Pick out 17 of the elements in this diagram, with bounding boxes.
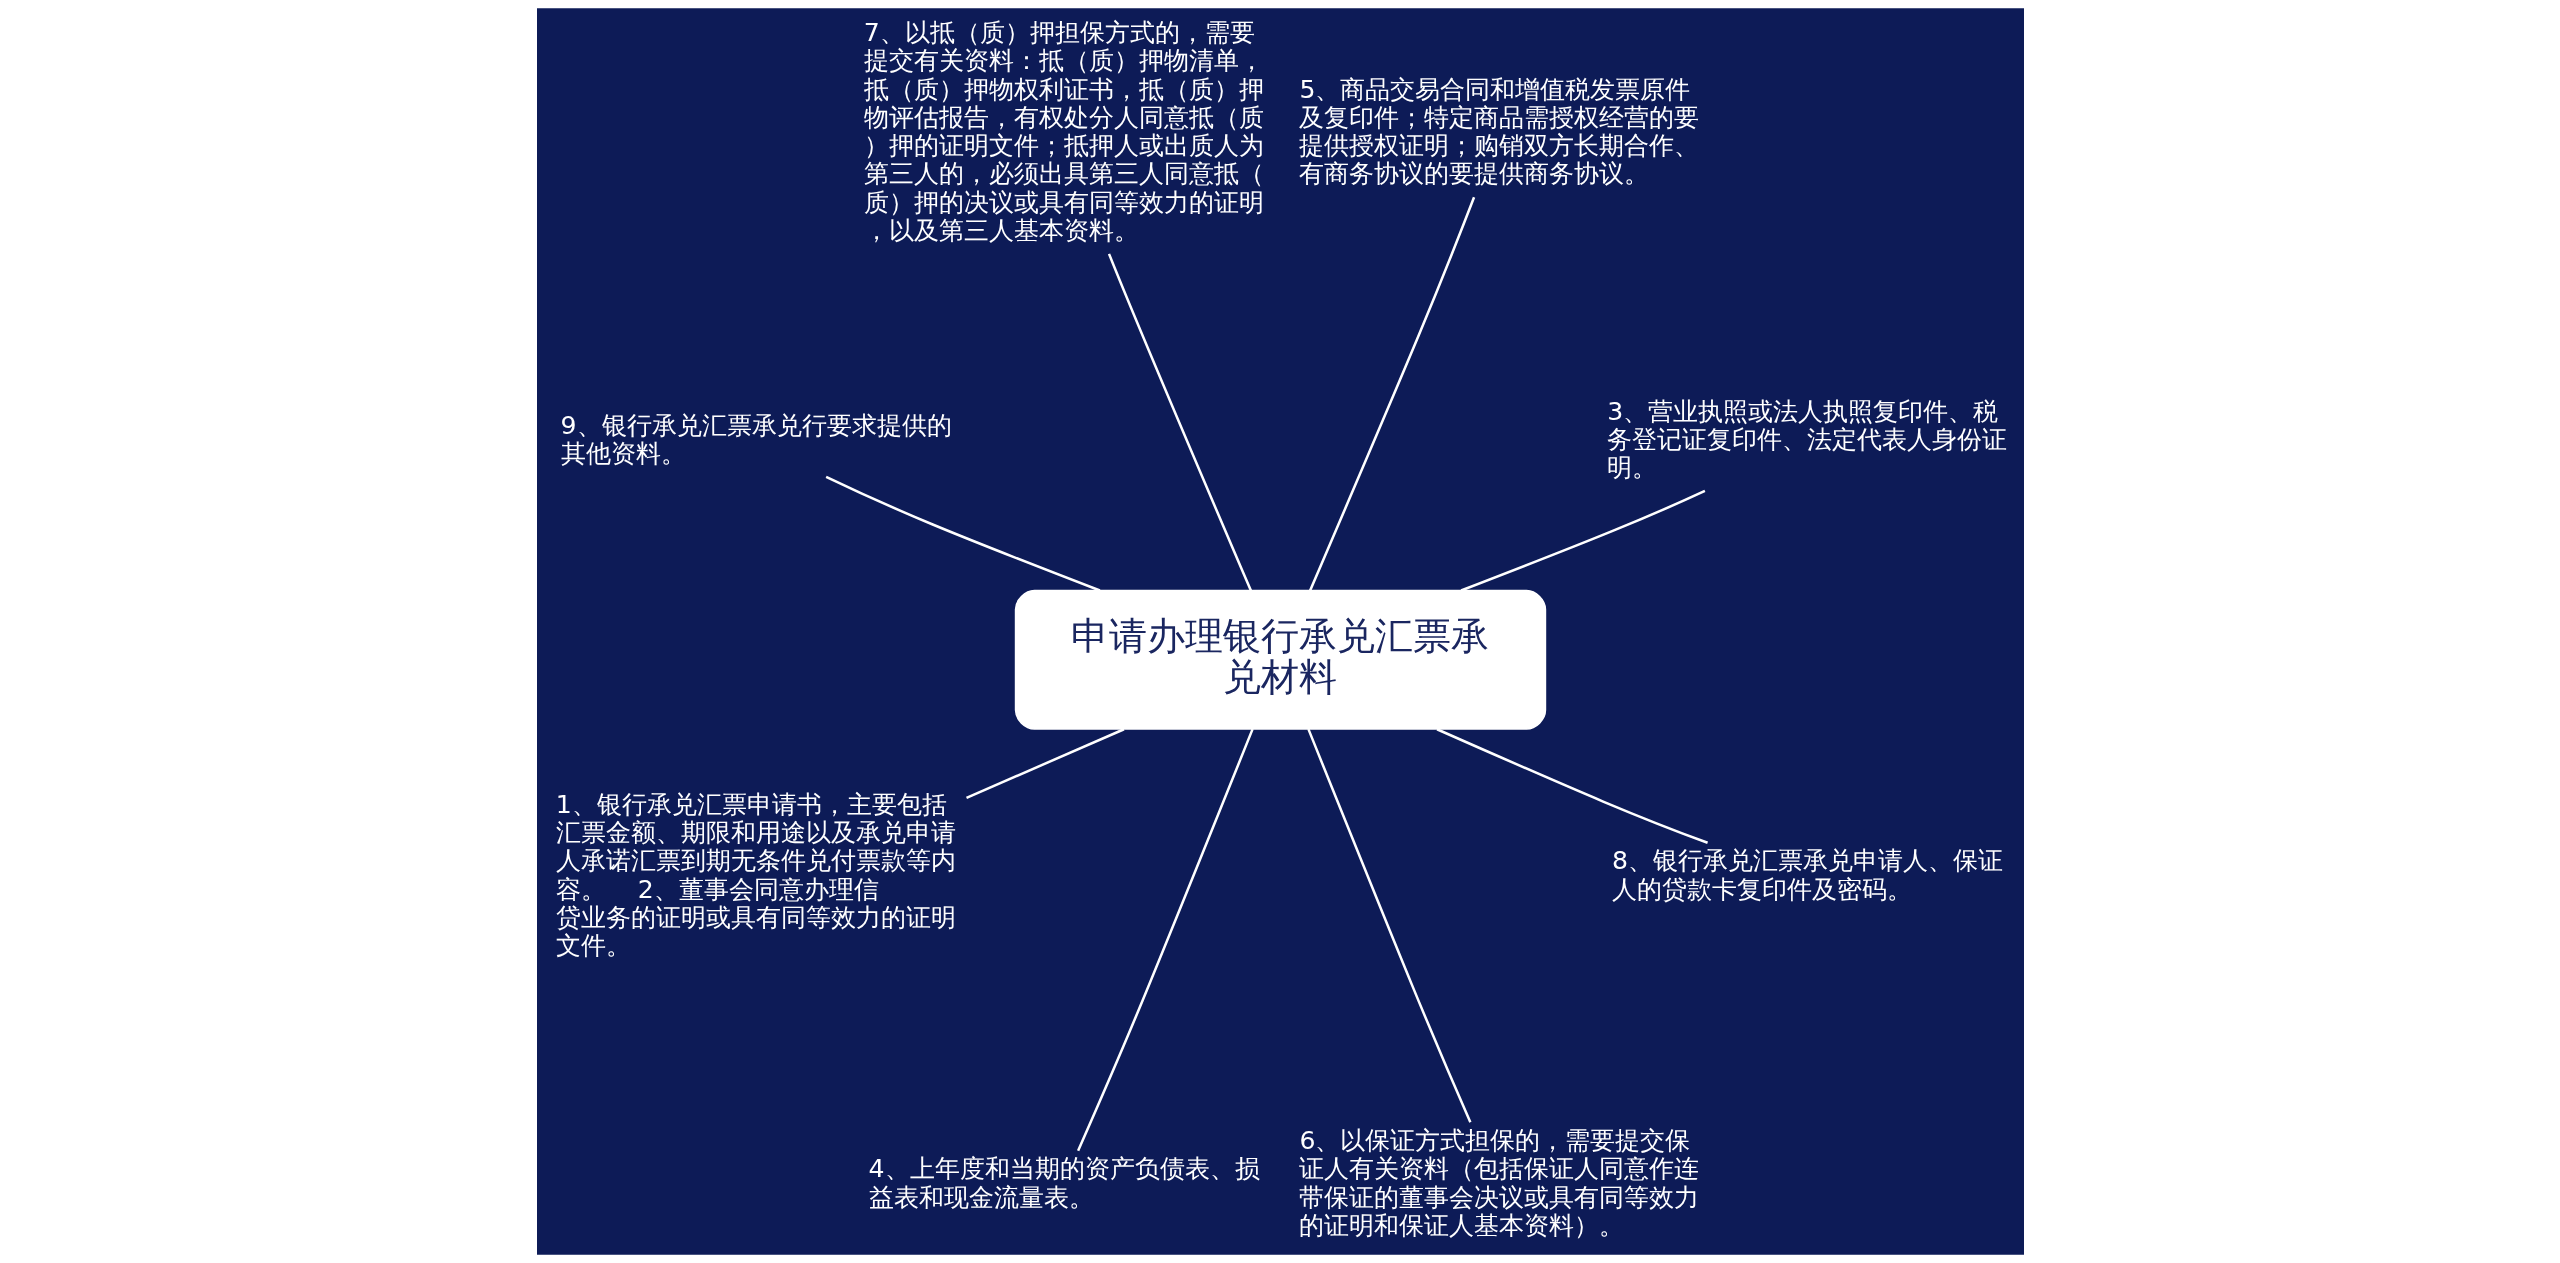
node-text: 4、上年度和当期的资产负债表、损益表和现金流量表。 [868,1154,1260,1212]
node-text: 9、银行承兑汇票承兑行要求提供的其他资料。 [560,410,952,469]
node-text: 5、商品交易合同和增值税发票原件及复印件；特定商品需授权经营的要提供授权证明；购销双方长期合作、有商务协议的要提供商务协议。 [1298,74,1699,189]
connector [1306,728,1471,1123]
connector [965,728,1124,800]
connector [1308,196,1475,592]
node-box: 申请办理银行承兑汇票承兑材料 [1014,589,1546,730]
connector [1107,253,1252,592]
node-text: 3、营业执照或法人执照复印件、税务登记证复印件、法定代表人身份证明。 [1606,396,2007,483]
node-text: 8、银行承兑汇票承兑申请人、保证人的贷款卡复印件及密码。 [1611,846,2003,904]
connector [1460,489,1705,592]
node-text: 6、以保证方式担保的，需要提交保证人有关资料（包括保证人同意作连带保证的董事会决议或具有同等效力的证明和保证人基本资料）。 [1298,1126,1699,1240]
connector [825,475,1100,592]
connector [1436,728,1708,844]
node-text: 1、银行承兑汇票申请书，主要包括汇票金额、期限和用途以及承兑申请人承诺汇票到期无条件兑付票款等内容。 2、董事会同意办理信贷业务的证明或具有同等效力的证明文件。 [555,789,956,961]
connector [1076,728,1254,1152]
node-text: 7、以抵（质）押担保方式的，需要提交有关资料：抵（质）押物清单，抵（质）押物权利证书，抵（质）押物评估报告，有权处分人同意抵（质）押的证明文件；抵押人或出质人为第三人的，必须出具第三人同意抵（质）押的决议或具有同等效力的证明，以及第三人基本资料。 [863,17,1264,246]
